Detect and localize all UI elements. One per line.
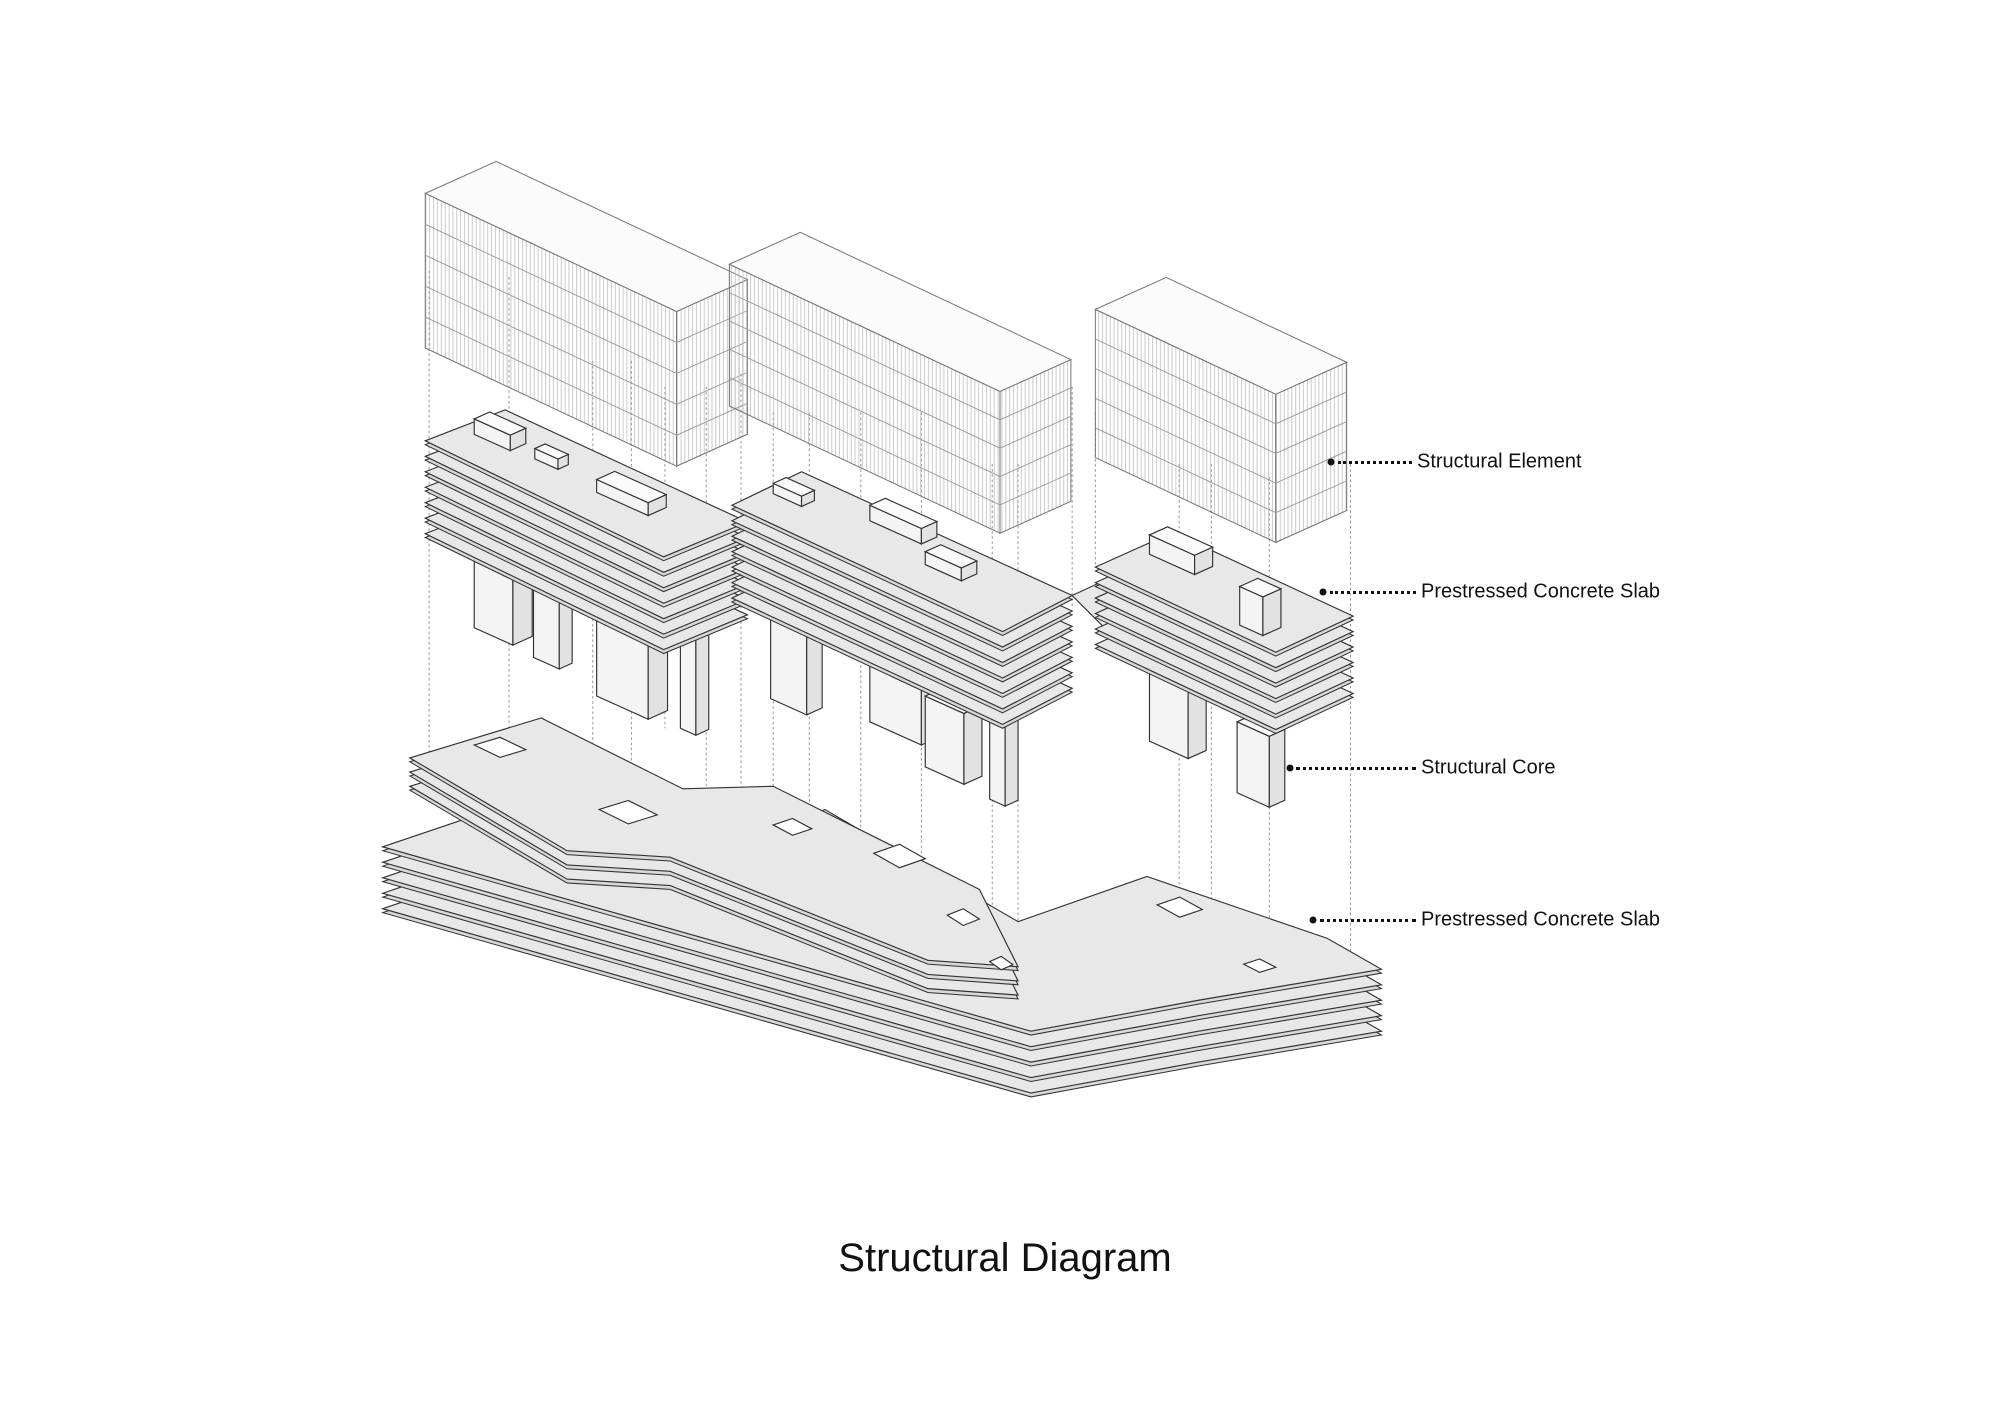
leader-line-structural-core (1296, 767, 1416, 770)
rooftop-box-top (923, 544, 979, 569)
leader-dot-structural-element (1327, 458, 1335, 466)
structural-element-right-floor-line (1095, 397, 1276, 484)
structural-element-right-floor-line (1275, 421, 1347, 454)
rooftop-box-top (771, 476, 816, 497)
structural-element-right-floor-line (1275, 450, 1347, 484)
structural-element-left-floor-line (425, 316, 677, 436)
lower-slab-stack (380, 717, 1384, 1098)
leader-line-slab-upper (1330, 591, 1416, 594)
structural-element-left-floor-line (425, 285, 677, 405)
structural-core-box-side (1268, 728, 1286, 809)
structural-element-right-floor-line (1095, 338, 1276, 425)
slab-opening (472, 736, 528, 759)
diagram-title: Structural Diagram (838, 1236, 1172, 1280)
label-structural-element: Structural Element (1417, 450, 1582, 473)
upper-slab-stacks (423, 409, 1355, 734)
rooftop-box-top (1148, 526, 1215, 556)
structural-element-middle-floor-line (999, 472, 1072, 506)
leader-dot-slab-lower (1309, 916, 1317, 924)
structural-element-left-floor-line (425, 254, 677, 374)
slab-opening (1155, 896, 1204, 918)
structural-element-right-roof (1094, 276, 1348, 395)
structural-element-middle-floor-line (729, 377, 1001, 506)
label-prestressed-slab-lower: Prestressed Concrete Slab (1421, 908, 1661, 931)
structural-element-right-floor-line (1095, 427, 1276, 514)
leader-dot-slab-upper (1319, 588, 1327, 596)
structural-element-middle-floor-line (999, 387, 1072, 421)
slab-opening (872, 843, 927, 869)
upper-slab-right (1093, 531, 1355, 653)
rooftop-box-top (868, 497, 939, 530)
slab-opening (945, 908, 981, 927)
rooftop-box-top (472, 411, 528, 436)
slab-opening (1242, 958, 1278, 974)
structural-element-middle-floor-line (729, 348, 1001, 477)
structural-element-middle-floor-line (999, 444, 1072, 477)
rooftop-box-top (595, 470, 668, 504)
structural-element-middle-roof (728, 231, 1073, 393)
label-prestressed-slab-upper: Prestressed Concrete Slab (1421, 580, 1661, 603)
rooftop-box-top (533, 443, 570, 460)
slab-opening (597, 799, 659, 825)
structural-element-blocks (424, 160, 1348, 544)
structural-element-right-floor-line (1275, 391, 1347, 425)
structural-element-left-floor-line (425, 223, 677, 343)
lower-upper-slab (408, 717, 1020, 968)
structural-element-right-floor-line (1275, 480, 1347, 514)
slab-opening (988, 955, 1015, 971)
structural-element-middle-floor-line (999, 415, 1072, 449)
structural-element-middle-floor-line (729, 292, 1001, 421)
leader-line-slab-lower (1320, 919, 1416, 922)
slab-opening (771, 817, 814, 836)
label-structural-core: Structural Core (1421, 756, 1556, 779)
leader-line-structural-element (1338, 461, 1412, 464)
rooftop-box-top (1238, 577, 1283, 598)
leader-dot-structural-core (1286, 764, 1294, 772)
structural-element-right-floor-line (1095, 368, 1276, 454)
structural-element-middle-floor-line (729, 320, 1001, 449)
